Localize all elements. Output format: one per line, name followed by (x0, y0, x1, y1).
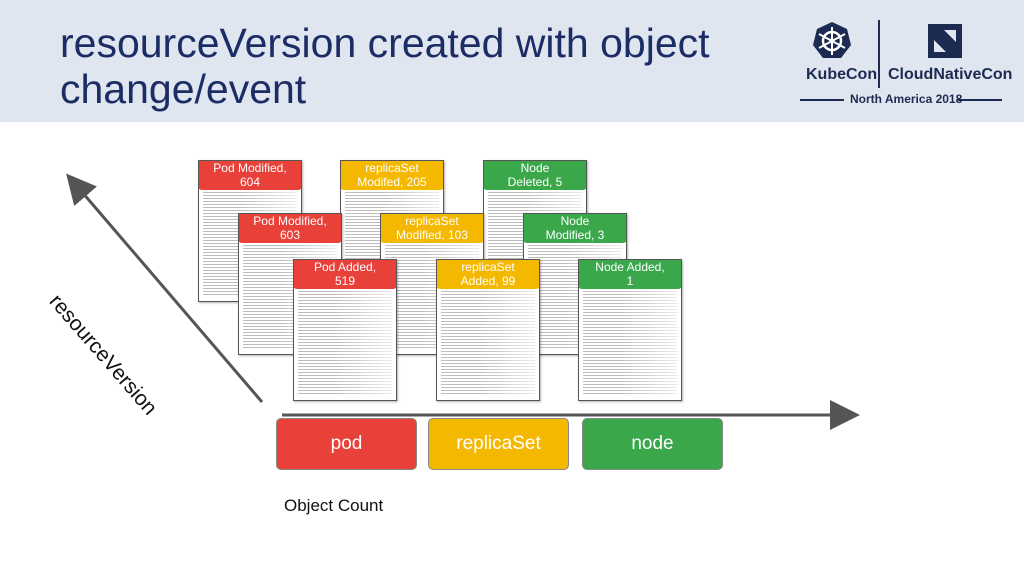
event-label: Pod Modified, 603 (239, 214, 341, 243)
logo-divider (878, 20, 880, 88)
resourceversion-axis (66, 173, 264, 403)
cncf-icon (928, 24, 962, 58)
event-label: Node Added, 1 (579, 260, 681, 289)
event-label: Pod Added, 519 (294, 260, 396, 289)
object-count-axis-label: Object Count (284, 496, 384, 515)
object-replicaset: replicaSet (428, 418, 569, 470)
logo-rule-right (958, 99, 1002, 101)
event-card: Pod Added, 519 (293, 259, 397, 401)
object-node: node (582, 418, 723, 470)
event-name: North America 2018 (850, 92, 963, 106)
event-label: Pod Modified, 604 (199, 161, 301, 190)
event-card: Node Added, 1 (578, 259, 682, 401)
slide-title: resourceVersion created with object chan… (60, 20, 710, 112)
kubernetes-wheel-icon (813, 22, 851, 58)
event-label: replicaSet Modifed, 205 (341, 161, 443, 190)
cloudnativecon-wordmark: CloudNativeCon (888, 66, 1013, 83)
event-label: Node Modified, 3 (524, 214, 626, 243)
slide-header: resourceVersion created with object chan… (0, 0, 1024, 122)
kubecon-wordmark: KubeCon (806, 66, 878, 83)
event-card: replicaSet Added, 99 (436, 259, 540, 401)
event-label: replicaSet Added, 99 (437, 260, 539, 289)
event-label: Node Deleted, 5 (484, 161, 586, 190)
kubecon-logo (813, 22, 962, 58)
logo-rule-left (800, 99, 844, 101)
event-label: replicaSet Modified, 103 (381, 214, 483, 243)
object-pod: pod (276, 418, 417, 470)
